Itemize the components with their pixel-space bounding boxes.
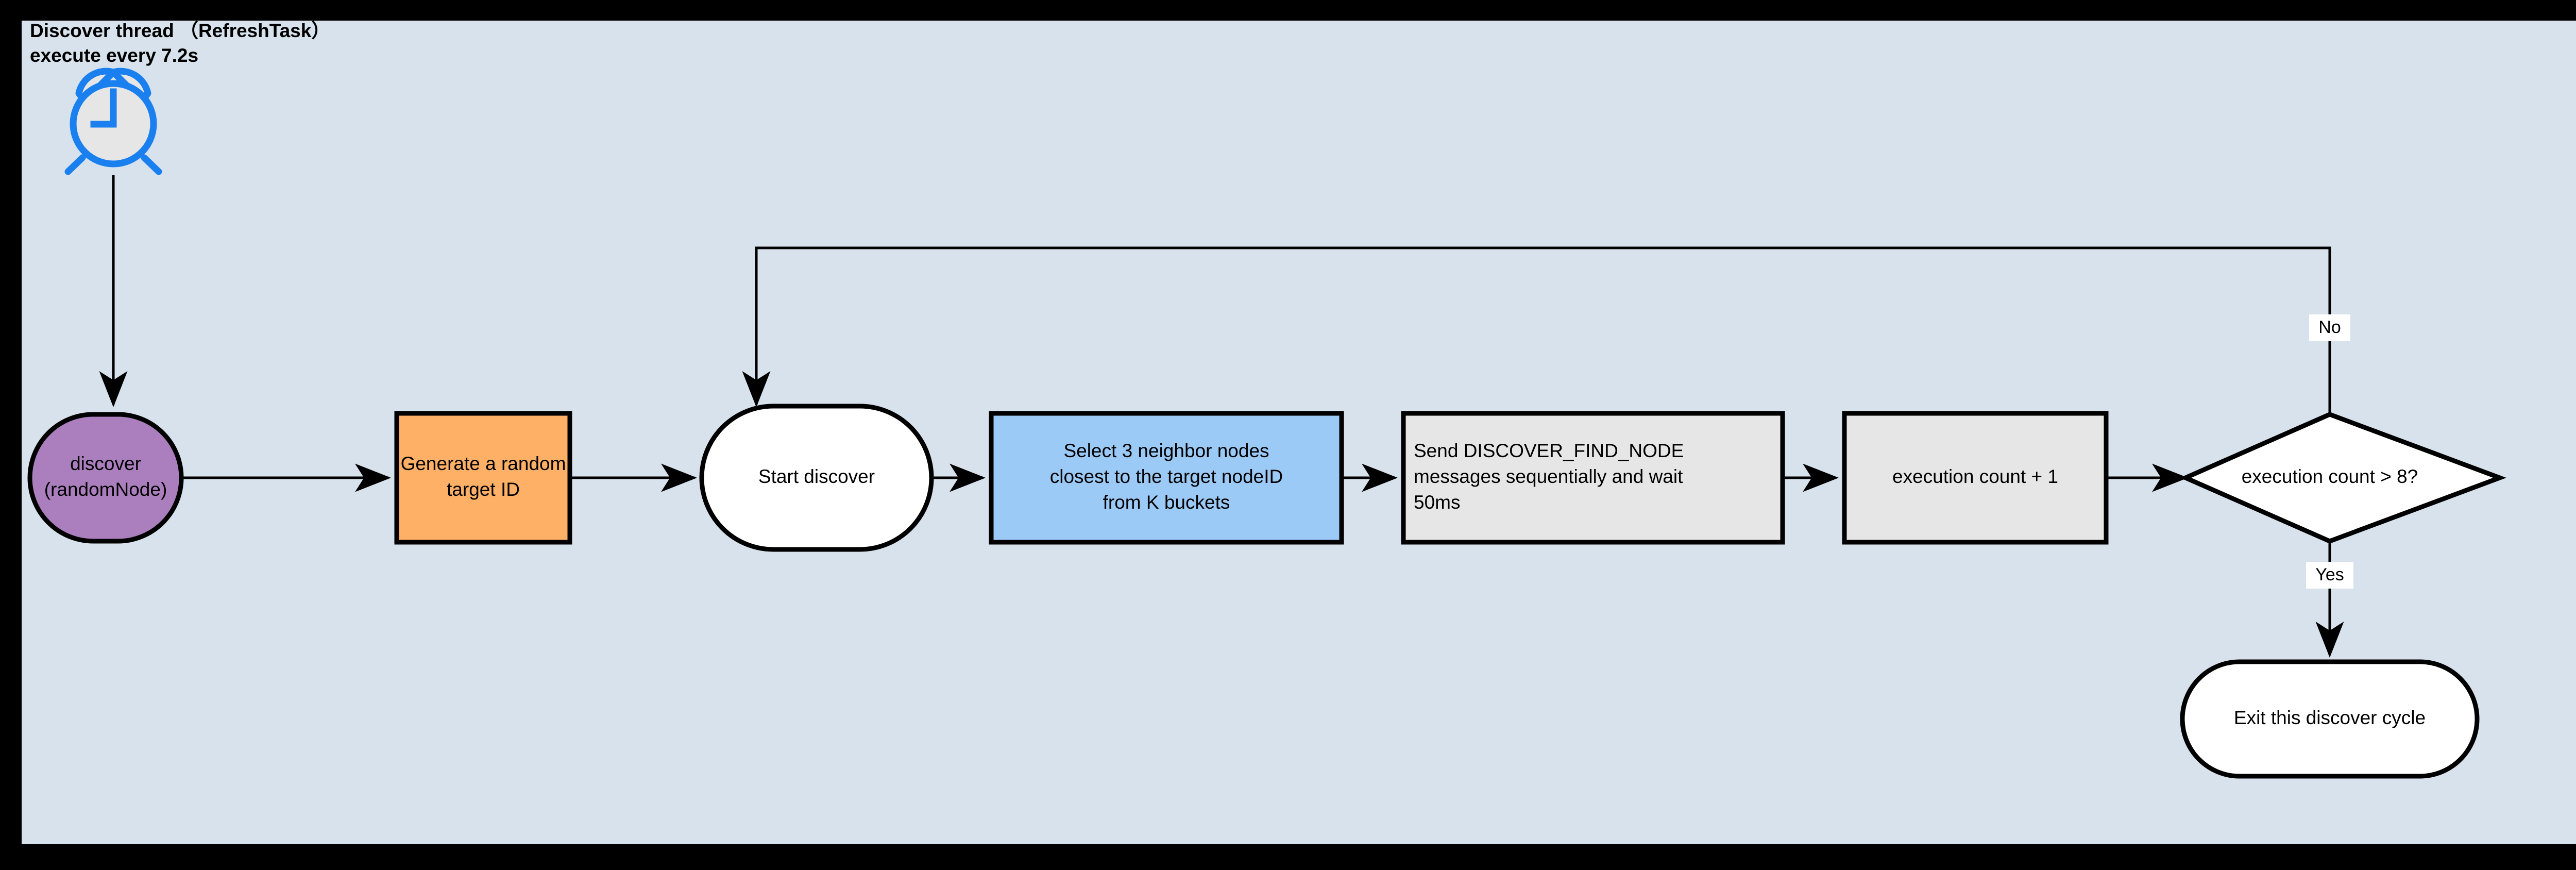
edge-check-no-loop [742,246,2331,423]
edge-label-no: No [2309,314,2350,341]
diagram-canvas: Discover thread （RefreshTask） execute ev… [22,21,2576,844]
node-generate-label-2: target ID [447,479,520,500]
edge-label-no-text: No [2318,317,2341,337]
edge-label-yes: Yes [2306,562,2353,589]
node-discover-label-1: discover [70,453,141,474]
title-line-2: execute every 7.2s [30,45,198,66]
node-start-discover[interactable]: Start discover [699,404,934,552]
flowchart-svg: Discover thread （RefreshTask） execute ev… [27,21,2506,779]
node-count-check-label: execution count > 8? [2242,466,2418,487]
node-select-neighbors[interactable]: Select 3 neighbor nodes closest to the t… [989,411,1344,545]
node-exit-cycle[interactable]: Exit this discover cycle [2180,659,2480,779]
node-exit-cycle-label: Exit this discover cycle [2234,707,2426,728]
title-line-1: Discover thread （RefreshTask） [30,21,330,41]
node-select-label-1: Select 3 neighbor nodes [1063,440,1269,461]
node-generate-target-id[interactable]: Generate a random target ID [394,411,572,545]
node-count-check[interactable]: execution count > 8? [2179,412,2506,544]
node-send-find-node[interactable]: Send DISCOVER_FIND_NODE messages sequent… [1401,411,1785,545]
node-increment-count[interactable]: execution count + 1 [1842,411,2109,545]
node-increment-label: execution count + 1 [1892,466,2058,487]
alarm-clock-icon [64,68,162,175]
node-discover[interactable]: discover (randomNode) [27,412,184,544]
node-select-label-2: closest to the target nodeID [1050,466,1283,487]
node-send-label-2: messages sequentially and wait [1414,466,1683,487]
node-send-label-3: 50ms [1414,492,1460,513]
node-generate-label-1: Generate a random [401,453,566,474]
node-select-label-3: from K buckets [1103,492,1230,513]
edge-label-yes-text: Yes [2315,565,2344,584]
node-send-label-1: Send DISCOVER_FIND_NODE [1414,440,1684,461]
node-start-discover-label: Start discover [758,466,875,487]
node-discover-label-2: (randomNode) [44,479,167,500]
